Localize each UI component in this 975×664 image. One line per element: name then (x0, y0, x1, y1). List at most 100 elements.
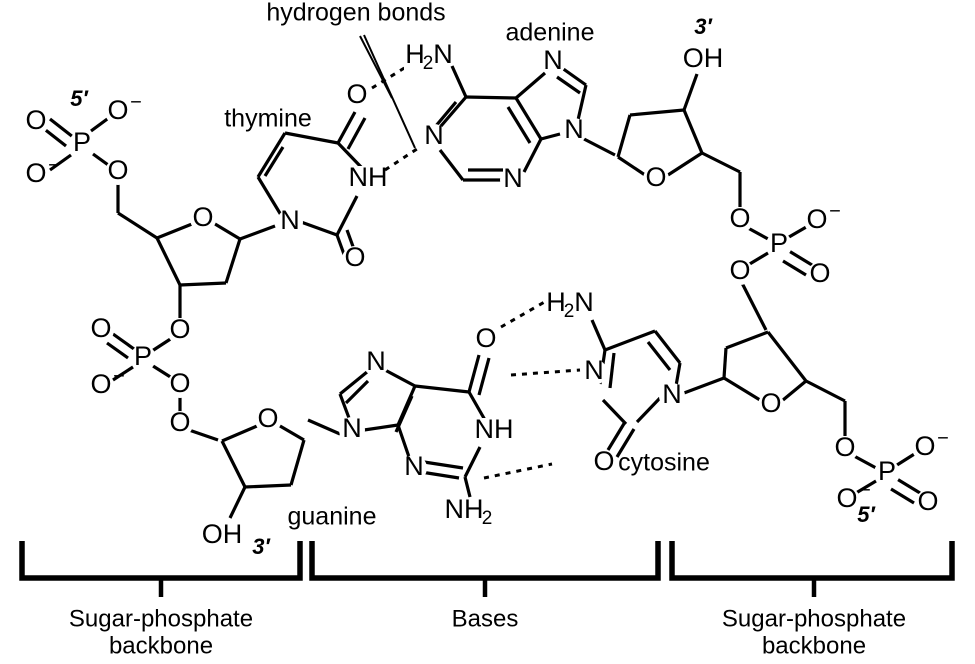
bond-c4-c5-double-ade (506, 106, 532, 144)
bond-c2-c3-lt (179, 281, 227, 287)
atom-sub2-amine-guanine: 2 (482, 508, 493, 529)
nh2-halo-gua (447, 498, 497, 526)
atom-o-double: O (25, 105, 46, 135)
atom-o-double-rb: O (917, 486, 938, 516)
o-halo-ring-rt (643, 166, 669, 192)
atom-n1h-guanine: NH (475, 414, 514, 444)
bond-c2-o-double-a-cyt (615, 428, 636, 458)
o-halo-rm-2 (804, 208, 830, 234)
leader-hbond-right (363, 34, 416, 149)
atom-o-ester-top-left: O (107, 155, 128, 185)
o-halo-rb-1 (832, 436, 858, 462)
bond-c1-n1-thymine (239, 224, 276, 241)
p-halo-rb (874, 460, 900, 486)
bond-p-o-double-a-rm (788, 249, 813, 267)
bond-o-c3prime-rm (740, 282, 768, 331)
n3-halo-thy (348, 166, 388, 192)
atom-o-5prime-lb: O (169, 407, 190, 437)
atom-o4-thymine: O (346, 79, 367, 109)
bond-p-o-double-b-rb (890, 487, 915, 505)
atom-o-minus-lm: O (90, 369, 111, 399)
bond-n3-c2-gua (420, 470, 460, 480)
n1-halo-thy (277, 209, 303, 235)
bond-n1-c6-gua (467, 391, 487, 421)
atom-n1-adenine: N (424, 120, 444, 150)
left-top-phosphate-group: P O O − O − O 5′ (23, 86, 142, 213)
charge-minus-a: − (130, 91, 142, 113)
atom-nh-amine-guanine: NH (445, 494, 484, 524)
bond-c6-n1-ade (439, 95, 468, 128)
label-3-prime-right: 3′ (694, 14, 713, 39)
atom-n3-adenine: N (503, 163, 523, 193)
bond-c2-c3-lb (244, 483, 292, 489)
atom-o-ester-lm-upper: O (169, 314, 190, 344)
o6-halo-gua (473, 327, 499, 353)
bracket-path-bases (309, 541, 661, 581)
label-thymine: thymine (224, 105, 312, 133)
bond-n9-c1prime-gua (307, 418, 341, 436)
bond-p-o-rm-lower (747, 251, 769, 267)
n1-halo-ade (421, 124, 447, 150)
guanine-group: N N N NH O NH 2 guanine (288, 323, 515, 531)
gc-hydrogen-bonds-group (483, 298, 581, 480)
p-halo-lm (130, 345, 156, 371)
atom-o-ester-rm-lower: O (729, 255, 750, 285)
atom-o-sugar-ring-rt: O (645, 162, 666, 192)
bond-c4-o-ring-lt (156, 222, 193, 240)
bond-c3-c4-lb (220, 440, 247, 488)
atom-n1-cytosine: N (662, 379, 682, 409)
n3-halo-gua (401, 455, 427, 481)
bond-o-p-rm-upper (747, 226, 771, 242)
atom-o-ester-lm-lower: O (169, 368, 190, 398)
right-top-sugar-group: O OH 3′ (616, 14, 742, 207)
bond-c6-n1-thy (256, 176, 283, 216)
bond-c5-c4-double-gua (394, 395, 414, 433)
hbond-thy-o4-ade-nh2 (371, 65, 407, 90)
bond-c6-c5-gua (414, 384, 470, 394)
bond-c5-c6-double-thy (263, 146, 285, 177)
o-halo-rb-4 (834, 487, 860, 513)
bond-c4-o-double-a-thy (336, 111, 357, 144)
bond-n7-c5-gua (384, 368, 416, 388)
bond-c2-c3-rt (629, 108, 685, 117)
bond-c2-o-double-b-cyt (606, 421, 627, 451)
atom-n7-adenine: N (543, 45, 563, 75)
bond-c1-c2-rt (616, 114, 632, 158)
nh2-halo-cyt (545, 290, 591, 318)
bond-p-o-double-b (42, 126, 67, 148)
atom-o-sugar-ring-lb: O (257, 403, 278, 433)
hbond-gua-nh2-cyt-o2 (483, 462, 553, 480)
bond-n9-c8-gua (338, 393, 351, 419)
bond-c4-n3-gua (396, 424, 411, 458)
bond-n9-c4-ade (540, 132, 561, 141)
atom-o-minus-rm: O (806, 204, 827, 234)
atom-h-amine-adenine: H (405, 39, 425, 69)
cytosine-group: N N O H 2 N cytosine (545, 287, 710, 477)
bond-n1-c2-thy (300, 220, 338, 237)
o-halo-rm-3 (807, 262, 833, 288)
atom-oh-3prime-left: OH (202, 519, 243, 549)
left-bottom-sugar-group: O OH 3′ (201, 403, 306, 559)
nh2-halo-ade (404, 42, 450, 70)
label-5-prime-left: 5′ (70, 86, 89, 111)
o2-halo-cyt (591, 450, 617, 476)
charge-minus-rm: − (829, 200, 841, 222)
atom-n-amine-adenine: N (433, 39, 453, 69)
o-halo-lm-3 (88, 373, 114, 399)
left-middle-phosphate-group: P O O O − O O (88, 313, 219, 442)
bond-c4-o-double-b-thy (346, 117, 367, 150)
atom-n3h-thymine: NH (349, 162, 388, 192)
label-cytosine: cytosine (618, 449, 710, 477)
label-3-prime-left: 3′ (252, 534, 271, 559)
bond-c5-c6-ade (465, 95, 517, 100)
n7-halo-ade (540, 49, 566, 75)
bond-c6-n1-cyt (674, 362, 682, 387)
charge-minus-rb-upper: − (937, 427, 949, 449)
bond-n1-c2-ade (438, 149, 465, 181)
bond-n3-c4-ade (522, 138, 543, 173)
atom-n9-guanine: N (342, 413, 362, 443)
n7-halo-gua (363, 350, 389, 376)
atom-o2-cytosine: O (593, 446, 614, 476)
